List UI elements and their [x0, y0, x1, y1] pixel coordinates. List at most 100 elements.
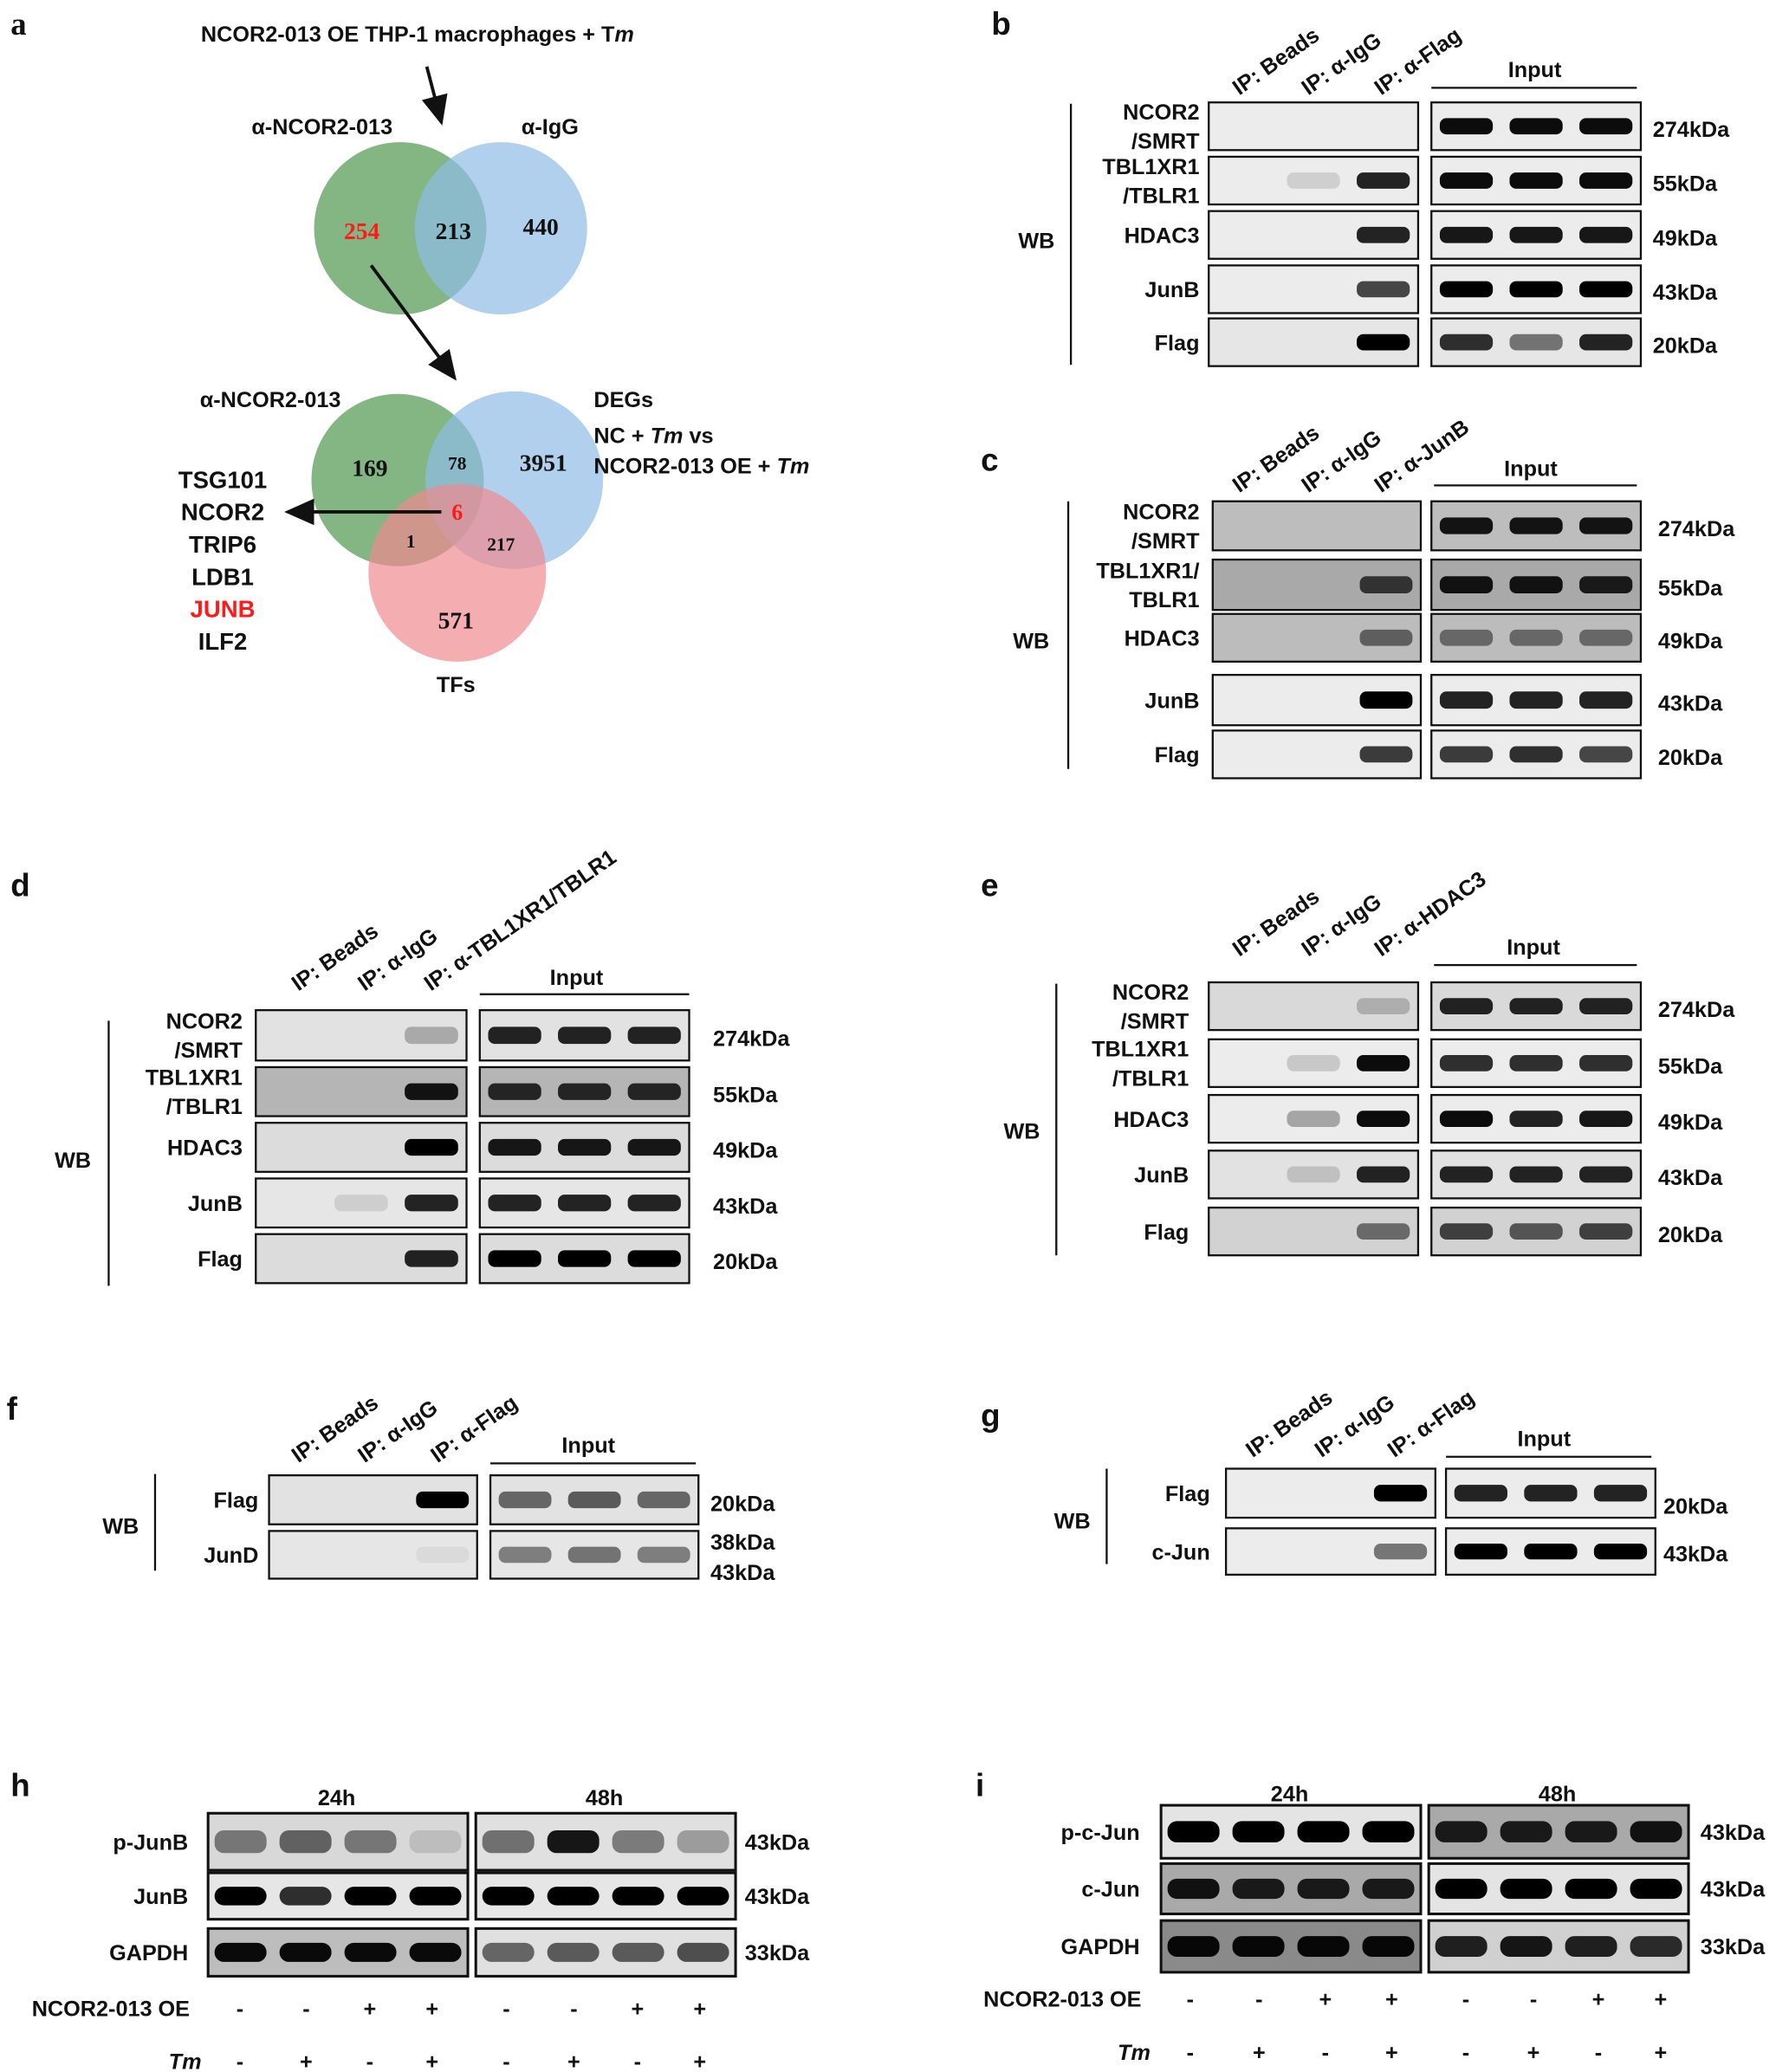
kda-label: 20kDa	[713, 1250, 778, 1274]
protein-label: c-Jun	[1081, 1878, 1139, 1902]
band	[1593, 1544, 1648, 1560]
band	[1439, 746, 1494, 763]
arrow	[369, 264, 457, 381]
band	[405, 1138, 458, 1156]
timepoint-label: 24h	[318, 1786, 355, 1810]
band	[498, 1546, 552, 1564]
input-label: Input	[1504, 457, 1558, 482]
band	[405, 1083, 458, 1100]
input-label: Input	[1508, 58, 1562, 82]
band	[1357, 1110, 1410, 1127]
ip-blot-strip	[255, 1009, 468, 1062]
wb-label: WB	[1054, 1509, 1091, 1533]
oe-sign: +	[1319, 1988, 1332, 2012]
protein-label: TBL1XR1	[1092, 1038, 1189, 1062]
band	[1439, 517, 1494, 534]
wb-label: WB	[55, 1149, 91, 1173]
kda-label: 43kDa	[745, 1830, 810, 1855]
tm-sign: +	[300, 2050, 313, 2072]
gene-label: LDB1	[191, 563, 254, 590]
band	[1359, 629, 1413, 646]
band	[1439, 576, 1494, 593]
input-label: Input	[561, 1434, 615, 1458]
band	[482, 1829, 535, 1854]
band	[1524, 1544, 1578, 1560]
oe-sign: +	[693, 1997, 706, 2021]
venn-count: 440	[523, 213, 559, 240]
band	[1630, 1821, 1682, 1842]
band	[1565, 1821, 1617, 1842]
venn-sublabel: NCOR2-013 OE + Tm	[593, 455, 809, 479]
protein-label: TBL1XR1	[1102, 155, 1199, 179]
band	[1500, 1821, 1552, 1842]
oe-sign: -	[1462, 1988, 1469, 2012]
kda-label: 38kDa	[710, 1531, 775, 1555]
band	[1287, 1166, 1340, 1183]
venn-count: 217	[487, 534, 515, 554]
kda-label: 20kDa	[1658, 1223, 1723, 1247]
band	[1579, 1223, 1633, 1240]
gene-label: TSG101	[178, 466, 267, 493]
band	[677, 1887, 729, 1906]
kda-label: 55kDa	[713, 1083, 778, 1107]
oe-sign: +	[425, 1997, 438, 2021]
protein-label: GAPDH	[109, 1941, 188, 1965]
band	[1359, 691, 1413, 709]
band	[558, 1195, 612, 1212]
band	[416, 1546, 470, 1564]
protein-label: NCOR2	[166, 1010, 243, 1034]
venn-circle-igg	[414, 142, 587, 314]
band	[1509, 691, 1563, 709]
panel-letter: c	[981, 443, 998, 478]
kda-label: 49kDa	[1658, 1110, 1723, 1135]
venn-sublabel: NC + Tm vs	[593, 424, 713, 448]
band	[547, 1942, 600, 1962]
band	[1439, 226, 1494, 243]
band	[612, 1942, 664, 1962]
blot-row: JunB 43kDa	[1144, 673, 1723, 727]
band	[1232, 1936, 1285, 1957]
gene-label: NCOR2	[181, 499, 264, 526]
protein-label: c-Jun	[1151, 1540, 1209, 1564]
band	[627, 1195, 681, 1212]
protein-label: JunB	[1144, 689, 1199, 713]
venn-label: α-NCOR2-013	[251, 115, 392, 139]
band	[344, 1887, 397, 1906]
band	[405, 1026, 458, 1045]
band	[416, 1491, 470, 1509]
band	[1435, 1878, 1488, 1900]
band	[1579, 629, 1633, 646]
band	[214, 1829, 267, 1854]
tm-sign: +	[1253, 2041, 1266, 2065]
band	[612, 1887, 664, 1906]
band	[1509, 1110, 1563, 1127]
kda-label: 43kDa	[1658, 691, 1723, 715]
band	[1373, 1485, 1428, 1502]
kda-label: 43kDa	[1701, 1878, 1766, 1902]
band	[1357, 1054, 1410, 1072]
tm-sign: -	[502, 2050, 509, 2072]
tm-condition-label: Tm	[169, 2050, 202, 2072]
kda-label: 43kDa	[1653, 281, 1718, 305]
protein-label: TBL1XR1/	[1096, 559, 1199, 583]
band	[279, 1887, 332, 1906]
protein-label: JunD	[204, 1544, 258, 1568]
panel-letter: a	[10, 6, 26, 42]
band	[558, 1083, 612, 1100]
band	[1357, 1223, 1410, 1240]
kda-label: 274kDa	[1658, 998, 1735, 1022]
panel-letter: f	[7, 1391, 18, 1427]
band	[1439, 281, 1494, 298]
band	[1439, 172, 1494, 189]
band	[1357, 1166, 1410, 1183]
